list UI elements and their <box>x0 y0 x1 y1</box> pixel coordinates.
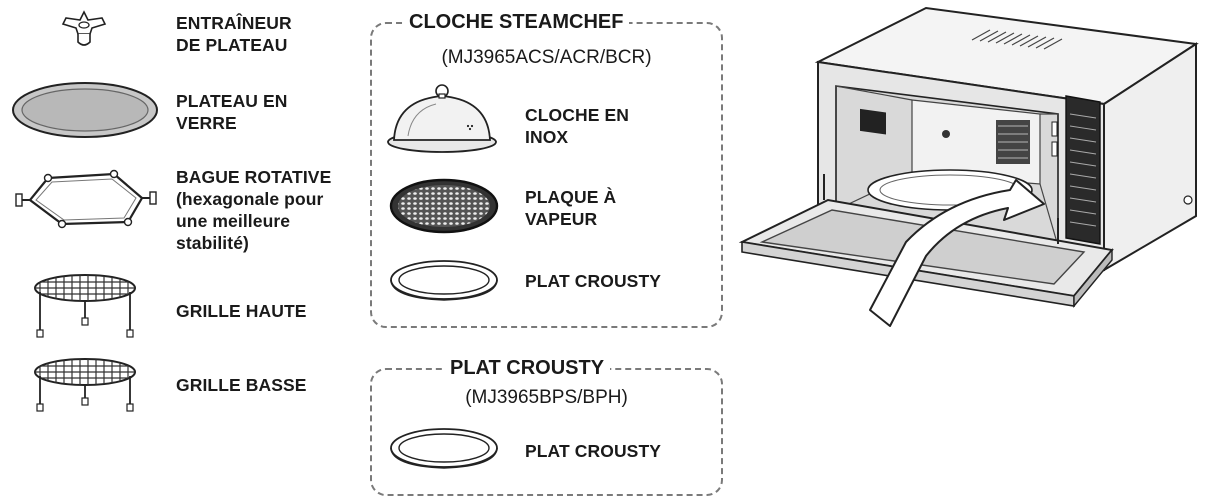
label-line: BAGUE ROTATIVE <box>176 167 332 187</box>
crusty-plate-2-illustration <box>388 426 500 476</box>
label-line: PLATEAU EN <box>176 91 288 111</box>
stainless-cover-illustration <box>384 82 500 160</box>
glass-tray-illustration <box>10 80 160 140</box>
label-line: stabilité) <box>176 233 249 253</box>
label-line: DE PLATEAU <box>176 35 288 55</box>
label-line: PLAQUE À <box>525 187 617 207</box>
microwave-oven-illustration <box>738 4 1200 334</box>
crusty-box-title: PLAT CROUSTY <box>444 356 611 380</box>
label-line: ENTRAÎNEUR <box>176 13 292 33</box>
label-line: une meilleure <box>176 211 291 231</box>
high-rack-illustration <box>30 272 140 344</box>
label-line: PLAT CROUSTY <box>525 271 662 291</box>
steamchef-box-title: CLOCHE STEAMCHEF <box>403 10 630 34</box>
label-line: CLOCHE EN <box>525 105 629 125</box>
label-roller-ring: BAGUE ROTATIVE (hexagonale pour une meil… <box>176 166 331 254</box>
label-line: GRILLE HAUTE <box>176 301 307 321</box>
label-crusty-plate: PLAT CROUSTY <box>525 270 661 292</box>
label-glass-tray: PLATEAU EN VERRE <box>176 90 288 134</box>
label-line: VERRE <box>176 113 237 133</box>
low-rack-illustration <box>30 356 140 422</box>
steam-plate-illustration <box>388 176 500 236</box>
label-line: INOX <box>525 127 569 147</box>
steamchef-box-models: (MJ3965ACS/ACR/BCR) <box>441 47 652 68</box>
label-steam-plate: PLAQUE À VAPEUR <box>525 186 616 230</box>
label-line: GRILLE BASSE <box>176 375 307 395</box>
label-low-rack: GRILLE BASSE <box>176 374 307 396</box>
label-line: VAPEUR <box>525 209 598 229</box>
label-line: PLAT CROUSTY <box>525 441 662 461</box>
crusty-plate-illustration <box>388 258 500 308</box>
label-line: (hexagonale pour <box>176 189 324 209</box>
label-turntable-coupler: ENTRAÎNEUR DE PLATEAU <box>176 12 292 56</box>
label-stainless-cover: CLOCHE EN INOX <box>525 104 629 148</box>
turntable-coupler-illustration <box>58 10 110 50</box>
roller-ring-illustration <box>15 169 157 230</box>
crusty-box-models: (MJ3965BPS/BPH) <box>465 387 628 408</box>
label-crusty-plate-2: PLAT CROUSTY <box>525 440 661 462</box>
label-high-rack: GRILLE HAUTE <box>176 300 307 322</box>
